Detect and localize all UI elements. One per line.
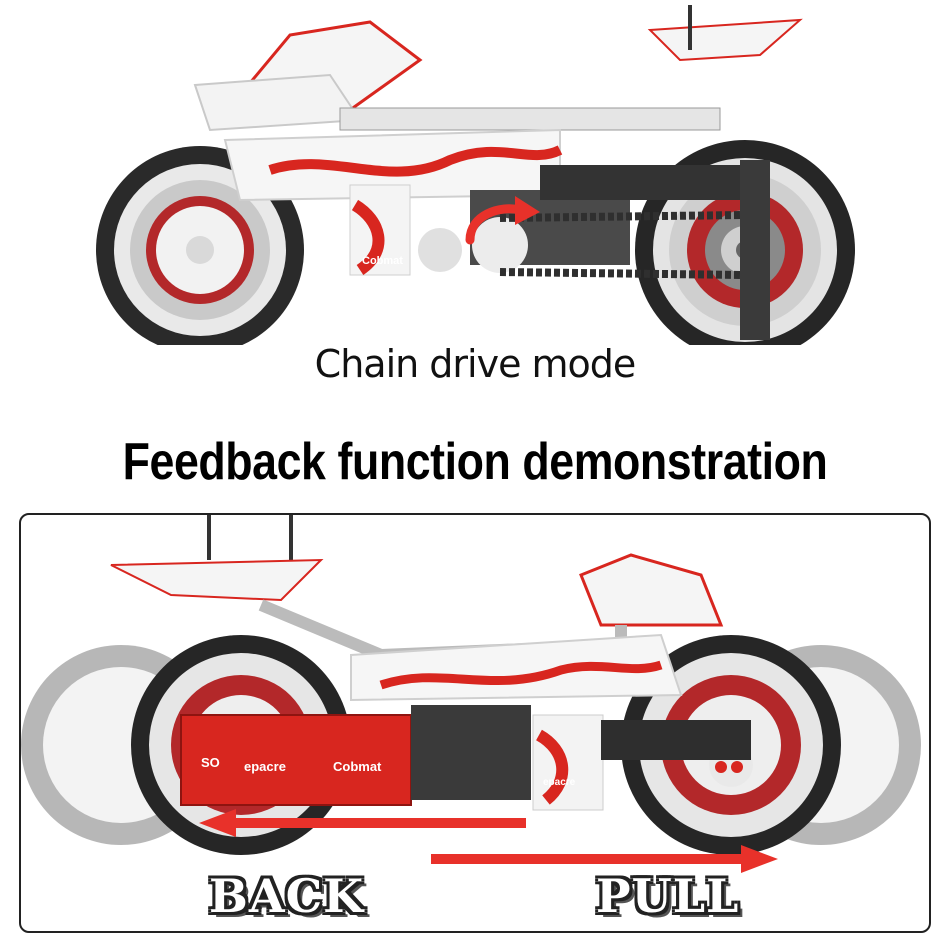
caption-chain-drive-mode: Chain drive mode xyxy=(314,342,637,386)
red-right-arrow-icon xyxy=(431,845,778,873)
bottom-brand-text: epacre xyxy=(244,759,286,774)
upper-frame xyxy=(193,5,803,132)
bottom-badge-text: SO xyxy=(201,755,220,770)
red-brick-body: SO epacre Cobmat epacre xyxy=(180,705,751,811)
red-curved-arrow-icon xyxy=(465,204,525,245)
chain-drive-photo: Cobmat xyxy=(96,5,855,345)
feedback-heading: Feedback function demonstration xyxy=(122,433,828,491)
feedback-demo-frame: SO epacre Cobmat epacre BACK PULL xyxy=(19,513,931,933)
back-label: BACK xyxy=(209,869,365,923)
pullback-photo: SO epacre Cobmat epacre xyxy=(21,515,921,873)
bottom-logo-text: Cobmat xyxy=(333,759,382,774)
pull-label: PULL xyxy=(596,869,740,923)
chain-drive xyxy=(418,160,770,340)
body-panel: Cobmat xyxy=(223,128,563,276)
red-left-arrow-icon xyxy=(199,809,526,837)
top-side-panel-text: Cobmat xyxy=(362,255,403,267)
red-arrow-head-icon xyxy=(515,196,540,225)
bottom-side-panel-text: epacre xyxy=(543,777,576,788)
upper-frame-demo xyxy=(110,515,724,702)
